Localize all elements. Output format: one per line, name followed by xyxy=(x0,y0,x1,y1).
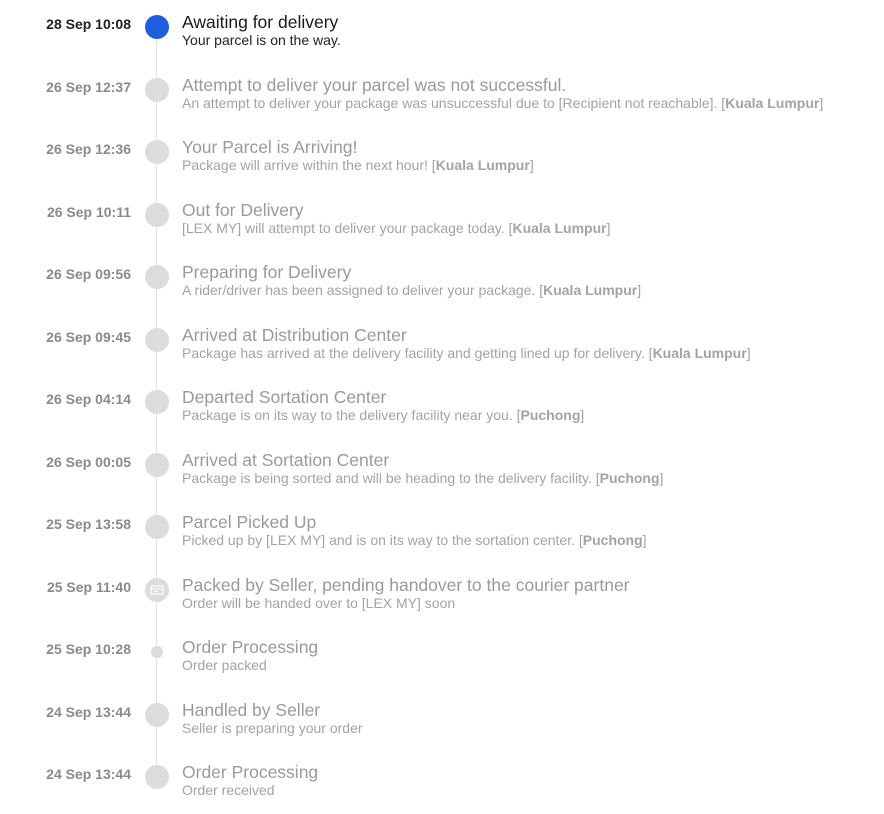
event-location: Kuala Lumpur xyxy=(543,282,638,298)
timeline-event: 26 Sep 09:45 Arrived at Distribution Cent… xyxy=(0,324,884,377)
event-time: 25 Sep 11:40 xyxy=(46,578,131,595)
event-description-text: [LEX MY] will attempt to deliver your pa… xyxy=(182,219,513,236)
event-description-text: Package is on its way to the delivery fa… xyxy=(182,407,521,423)
timeline-event: 26 Sep 12:37 Attempt to deliver your parc… xyxy=(0,74,884,127)
event-description-text: An attempt to deliver your package was u… xyxy=(182,94,726,111)
status-dot-icon xyxy=(145,327,169,352)
event-title: Arrived at Distribution Center xyxy=(182,324,407,345)
event-location: Puchong xyxy=(520,407,581,423)
event-description: Your parcel is on the way. xyxy=(182,32,341,48)
event-description: Picked up by [LEX MY] and is on its way … xyxy=(182,532,647,548)
status-dot-icon xyxy=(145,140,169,164)
event-title: Arrived at Sortation Center xyxy=(182,449,390,470)
location-bracket: ] xyxy=(819,94,824,111)
event-description: Package is on its way to the delivery fa… xyxy=(182,407,584,423)
event-description-text: Package will arrive within the next hour… xyxy=(182,157,436,173)
event-title: Preparing for Delivery xyxy=(182,262,352,282)
event-location: Puchong xyxy=(582,532,643,548)
location-bracket: ] xyxy=(659,469,664,486)
location-bracket: ] xyxy=(746,344,751,361)
location-bracket: ] xyxy=(606,219,611,236)
event-location: Kuala Lumpur xyxy=(512,219,607,236)
event-title: Parcel Picked Up xyxy=(182,512,317,532)
event-description: Order received xyxy=(182,782,275,798)
small-status-dot-icon xyxy=(151,646,163,658)
event-time: 26 Sep 09:45 xyxy=(46,328,131,345)
location-bracket: ] xyxy=(637,282,642,298)
event-description: An attempt to deliver your package was u… xyxy=(182,95,823,111)
active-status-dot-icon xyxy=(145,15,169,39)
event-description-text: A rider/driver has been assigned to deli… xyxy=(182,282,544,298)
event-title: Awaiting for delivery xyxy=(182,12,339,32)
event-description-text: Order received xyxy=(182,782,275,798)
event-location: Kuala Lumpur xyxy=(435,157,530,173)
event-description: Order will be handed over to [LEX MY] so… xyxy=(182,595,455,611)
event-title: Your Parcel is Arriving! xyxy=(182,137,358,157)
timeline-event: 26 Sep 10:11 Out for Delivery[LEX MY] wil… xyxy=(0,199,884,252)
event-time: 25 Sep 10:28 xyxy=(46,641,131,657)
event-description: Package is being sorted and will be head… xyxy=(182,470,663,486)
status-dot-icon xyxy=(145,452,169,477)
event-description-text: Your parcel is on the way. xyxy=(182,32,341,48)
package-box-icon xyxy=(145,577,169,602)
event-description: Package will arrive within the next hour… xyxy=(182,157,534,173)
event-description: Seller is preparing your order xyxy=(182,720,363,736)
status-dot-icon xyxy=(145,515,169,539)
event-description-text: Order will be handed over to [LEX MY] so… xyxy=(182,594,456,611)
status-dot-icon xyxy=(145,765,169,789)
event-time: 26 Sep 10:11 xyxy=(46,203,131,220)
event-title: Order Processing xyxy=(182,637,319,657)
status-dot-icon xyxy=(145,202,169,227)
event-description: Order packed xyxy=(182,657,267,673)
location-bracket: ] xyxy=(642,532,647,548)
event-time: 26 Sep 04:14 xyxy=(46,391,131,407)
status-dot-icon xyxy=(145,265,169,289)
event-title: Departed Sortation Center xyxy=(182,387,387,407)
event-title: Packed by Seller, pending handover to th… xyxy=(182,574,630,595)
event-time: 26 Sep 12:37 xyxy=(46,78,131,95)
event-location: Puchong xyxy=(599,469,660,486)
event-title: Attempt to deliver your parcel was not s… xyxy=(182,74,567,95)
timeline-event: 26 Sep 12:36 Your Parcel is Arriving!Pack… xyxy=(0,137,884,189)
event-title: Order Processing xyxy=(182,762,319,782)
status-dot-icon xyxy=(145,390,169,414)
event-title: Out for Delivery xyxy=(182,199,304,220)
location-bracket: ] xyxy=(580,407,585,423)
status-dot-icon xyxy=(145,77,169,102)
event-description-text: Order packed xyxy=(182,657,267,673)
event-description-text: Seller is preparing your order xyxy=(182,719,363,736)
event-location: Kuala Lumpur xyxy=(652,344,747,361)
event-description-text: Picked up by [LEX MY] and is on its way … xyxy=(182,532,583,548)
event-description: [LEX MY] will attempt to deliver your pa… xyxy=(182,220,610,236)
event-time: 24 Sep 13:44 xyxy=(46,766,131,782)
location-bracket: ] xyxy=(529,157,534,173)
event-time: 26 Sep 12:36 xyxy=(46,141,131,157)
event-title: Handled by Seller xyxy=(182,699,321,720)
event-time: 26 Sep 09:56 xyxy=(46,266,131,282)
event-time: 26 Sep 00:05 xyxy=(46,453,131,470)
event-location: Kuala Lumpur xyxy=(725,94,820,111)
event-time: 28 Sep 10:08 xyxy=(46,16,131,32)
event-description-text: Package has arrived at the delivery faci… xyxy=(182,344,653,361)
timeline-event: 25 Sep 11:40 Packed by Seller, pending ha… xyxy=(0,574,884,627)
event-description-text: Package is being sorted and will be head… xyxy=(182,469,600,486)
event-time: 24 Sep 13:44 xyxy=(46,703,131,720)
event-description: Package has arrived at the delivery faci… xyxy=(182,345,751,361)
status-dot-icon xyxy=(145,702,169,727)
event-time: 25 Sep 13:58 xyxy=(46,516,131,532)
event-description: A rider/driver has been assigned to deli… xyxy=(182,282,641,298)
